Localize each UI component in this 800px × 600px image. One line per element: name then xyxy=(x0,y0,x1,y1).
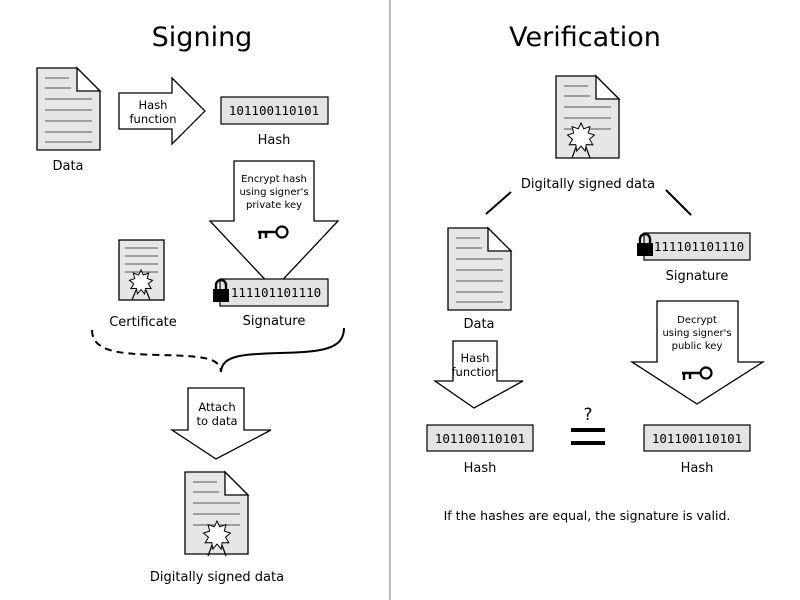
verification-hash-function-line1: Hash xyxy=(461,351,490,365)
encrypt-line1: Encrypt hash xyxy=(241,174,307,185)
hash-function-arrow xyxy=(118,76,206,146)
verification-data-label: Data xyxy=(463,317,494,332)
certificate-label: Certificate xyxy=(109,315,177,330)
decrypt-arrow xyxy=(629,300,766,405)
attach-arrow xyxy=(169,387,272,460)
verification-hash-right-value: 101100110101 xyxy=(652,431,742,446)
verification-hash-left-value: 101100110101 xyxy=(435,431,525,446)
encrypt-line2: using signer's xyxy=(239,187,308,198)
document-icon xyxy=(36,66,102,151)
lock-icon xyxy=(213,278,229,302)
signing-hash-box xyxy=(220,96,329,125)
split-line-left xyxy=(485,191,512,215)
signing-title: Signing xyxy=(152,22,253,53)
signing-hash-label: Hash xyxy=(258,133,291,148)
equals-sign-bottom-bar xyxy=(571,441,605,445)
certificate-brace-dashed xyxy=(91,329,222,373)
document-icon xyxy=(447,226,513,311)
verification-hash-left-box xyxy=(426,424,534,452)
signed-document-icon xyxy=(184,470,250,557)
signing-signed-data-label: Digitally signed data xyxy=(150,570,284,585)
verification-signature-label: Signature xyxy=(666,269,729,284)
split-line-right xyxy=(665,189,692,216)
decrypt-line3: public key xyxy=(672,341,723,352)
verification-signed-data-label: Digitally signed data xyxy=(521,177,655,192)
verification-signature-box xyxy=(643,232,751,261)
signing-hash-function-line1: Hash xyxy=(139,98,168,112)
verification-title: Verification xyxy=(509,22,661,53)
signature-brace-solid xyxy=(220,327,345,373)
lock-icon xyxy=(637,232,653,256)
decrypt-line2: using signer's xyxy=(662,328,731,339)
verification-hash-right-box xyxy=(643,424,751,452)
certificate-icon xyxy=(118,239,165,301)
signing-hash-function-line2: function xyxy=(130,112,177,126)
verification-hash-function-line2: function xyxy=(452,365,499,379)
verification-signature-value: 111101101110 xyxy=(654,239,744,254)
verification-hash-left-label: Hash xyxy=(464,461,497,476)
signing-hash-value: 101100110101 xyxy=(229,103,319,118)
signing-signature-box xyxy=(219,278,329,307)
verification-footer-note: If the hashes are equal, the signature i… xyxy=(444,508,731,523)
signing-signature-label: Signature xyxy=(243,314,306,329)
encrypt-line3: private key xyxy=(246,200,302,211)
signing-data-label: Data xyxy=(52,159,83,174)
attach-line2: to data xyxy=(196,414,237,428)
signing-signature-value: 111101101110 xyxy=(231,285,321,300)
encrypt-arrow xyxy=(208,160,340,290)
decrypt-line1: Decrypt xyxy=(677,315,717,326)
equals-sign-top-bar xyxy=(571,428,605,432)
key-icon xyxy=(682,366,713,380)
key-icon xyxy=(258,225,289,239)
question-mark: ? xyxy=(583,405,592,425)
verification-hash-function-arrow xyxy=(432,340,524,409)
signed-document-icon xyxy=(555,74,621,159)
verification-hash-right-label: Hash xyxy=(681,461,714,476)
attach-line1: Attach xyxy=(198,400,235,414)
